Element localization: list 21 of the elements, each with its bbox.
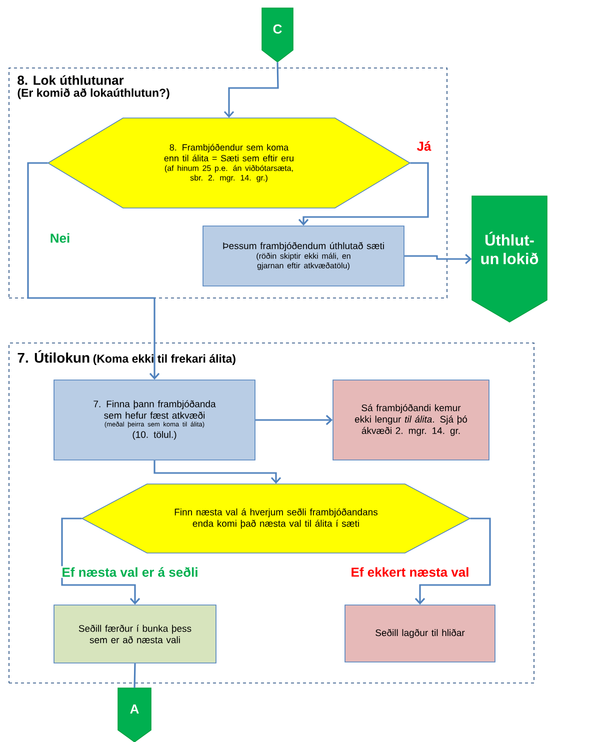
process-box: Þessum frambjóðendum úthlutað sæti (röðin skiptir ekki máli, en gjarnan eftir atkvæðatölu) bbox=[202, 226, 404, 286]
arrow bbox=[404, 254, 472, 264]
connector-tag: C bbox=[262, 8, 294, 63]
arrow bbox=[154, 460, 282, 484]
process-box: Seðill lagður til hliðar bbox=[344, 604, 496, 662]
section-heading: 7. Útilokun (Koma ekki til frekari álita) bbox=[18, 350, 236, 365]
arrow bbox=[224, 62, 279, 118]
edge-label: Ef ekkert næsta val bbox=[350, 566, 470, 578]
arrow bbox=[27, 162, 160, 380]
process-box: Seðill færður í bunka þess sem er að næsta vali bbox=[54, 604, 216, 664]
arrow bbox=[255, 414, 333, 426]
edge-label: Já bbox=[416, 140, 432, 152]
connector-tag: Úthlut-un lokið bbox=[472, 196, 548, 322]
arrow bbox=[61, 518, 140, 605]
edge-label: Nei bbox=[48, 232, 72, 244]
section-heading: 8. Lok úthlutunar (Er komið að lokaúthlutun?) bbox=[18, 75, 170, 100]
process-box: Sá frambjóðandi kemur ekki lengur til álita. Sjá þó ákvæði 2. mgr. 14. gr. bbox=[332, 380, 490, 460]
arrow bbox=[298, 162, 429, 226]
arrow bbox=[414, 518, 491, 605]
connector-tag: A bbox=[118, 688, 152, 742]
edge-label: Ef næsta val er á seðli bbox=[60, 566, 200, 578]
